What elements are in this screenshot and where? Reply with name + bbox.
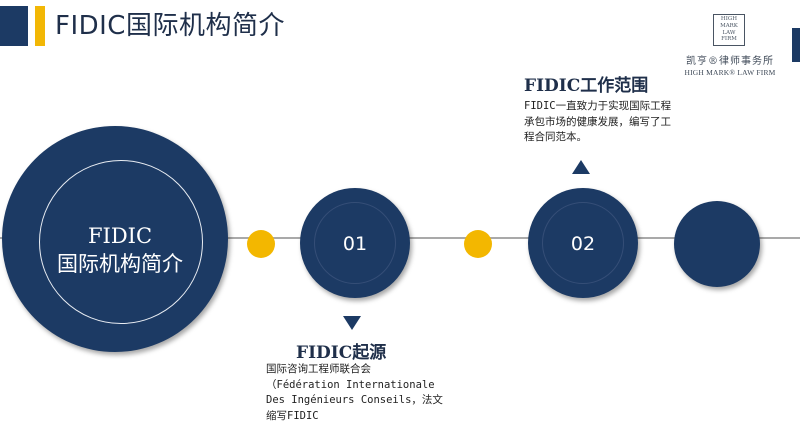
logo-english-name: HIGH MARK® LAW FIRM: [684, 68, 776, 77]
header-accent-navy-bar: [0, 6, 28, 46]
step-01-ring: [314, 202, 396, 284]
triangle-up-icon: [572, 160, 590, 174]
main-topic-label: FIDIC 国际机构简介: [40, 222, 200, 278]
step-03-circle: [674, 201, 760, 287]
logo-emblem-line: LAW: [722, 29, 736, 36]
step-01-title: FIDIC起源: [296, 343, 387, 363]
slide-title: FIDIC国际机构简介: [55, 11, 285, 41]
step-02-ring: [542, 202, 624, 284]
logo-emblem: HIGH MARK LAW FIRM: [713, 14, 745, 46]
timeline-dot: [247, 230, 275, 258]
main-topic-ring: [39, 160, 203, 324]
step-02-number: 02: [570, 233, 596, 255]
main-topic-line1: FIDIC: [87, 224, 153, 248]
logo-emblem-line: MARK: [720, 22, 738, 29]
step-02-title: FIDIC工作范围: [524, 76, 649, 96]
header-accent-gold-bar: [35, 6, 45, 46]
step-01-number: 01: [342, 233, 368, 255]
timeline-dot: [464, 230, 492, 258]
logo-emblem-line: FIRM: [721, 36, 737, 43]
step-02-description: FIDIC一直致力于实现国际工程承包市场的健康发展，编写了工程合同范本。: [524, 100, 672, 143]
right-edge-accent: [792, 28, 800, 62]
main-topic-line2: 国际机构简介: [57, 252, 183, 276]
step-01-description: 国际咨询工程师联合会 （Fédération Internationale De…: [266, 363, 443, 422]
logo-emblem-line: HIGH: [720, 16, 738, 22]
law-firm-logo: HIGH MARK LAW FIRM 凯亨®律师事务所 HIGH MARK® L…: [680, 14, 780, 86]
logo-chinese-name: 凯亨®律师事务所: [686, 56, 774, 67]
triangle-down-icon: [343, 316, 361, 330]
